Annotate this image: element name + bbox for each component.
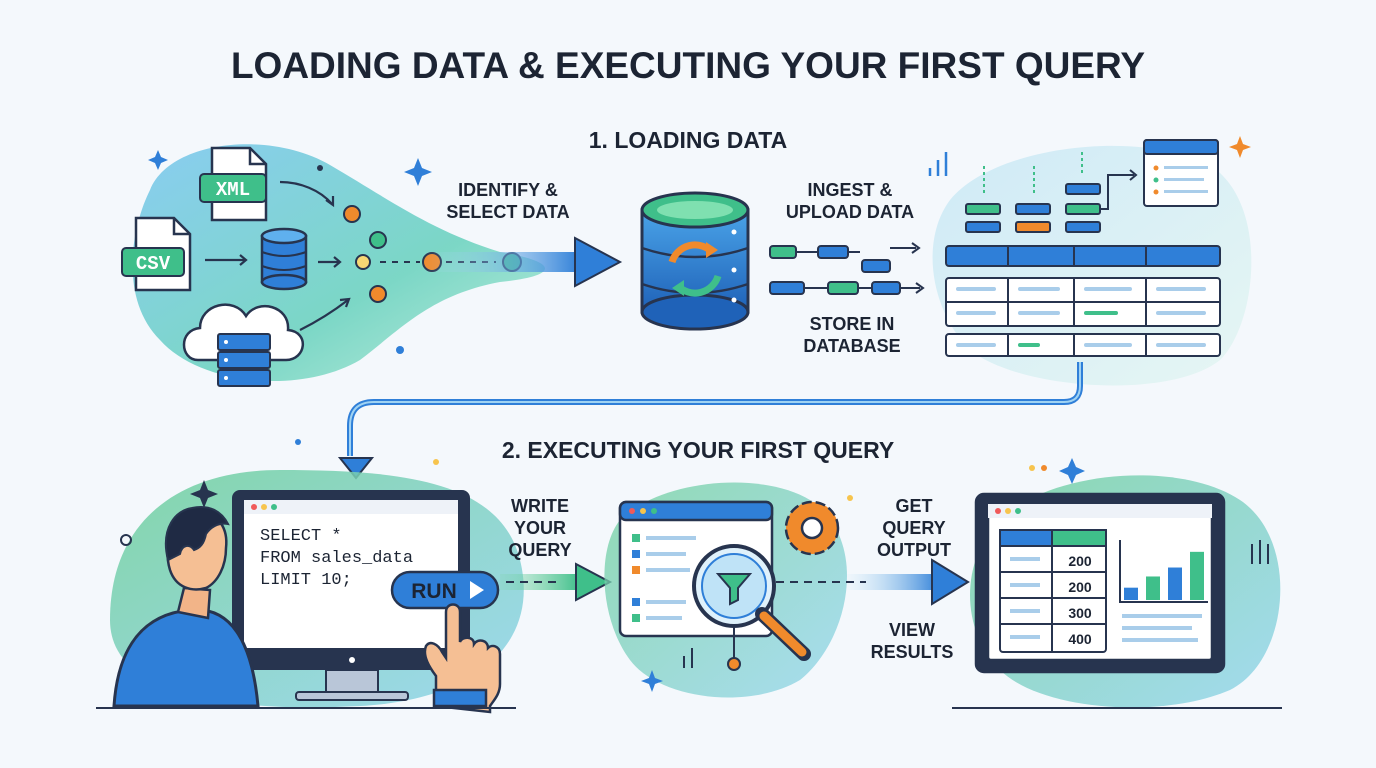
sparkle-icon: [120, 136, 1269, 692]
step-output-line1: GET: [895, 496, 932, 516]
result-value: 200: [1068, 579, 1092, 595]
run-button[interactable]: RUN: [390, 570, 500, 610]
step-view-line1: VIEW: [889, 620, 935, 640]
code-line-3: LIMIT 10;: [260, 571, 352, 590]
step-store-line1: STORE IN: [810, 314, 895, 334]
step-ingest-line1: INGEST &: [807, 180, 892, 200]
person-icon: [112, 506, 260, 708]
result-value: 400: [1068, 631, 1092, 647]
run-button-label: RUN: [411, 580, 457, 603]
page-title: LOADING DATA & EXECUTING YOUR FIRST QUER…: [231, 45, 1145, 86]
result-value: 200: [1068, 553, 1092, 569]
ingest-pipeline: [769, 242, 925, 295]
arrow-to-results: [776, 558, 970, 606]
step-output-line3: OUTPUT: [877, 540, 951, 560]
arrow-to-query: [500, 562, 613, 602]
step-view-line2: RESULTS: [871, 642, 954, 662]
xml-label: XML: [216, 179, 250, 201]
result-bar: [1124, 587, 1138, 600]
result-bar: [1168, 567, 1182, 600]
csv-file-icon: CSV: [121, 216, 192, 292]
database-icon: [260, 227, 308, 291]
step-write-line2: YOUR: [514, 518, 566, 538]
step-write-line3: QUERY: [508, 540, 571, 560]
pointing-hand-icon: [423, 603, 502, 714]
data-table-icon: [945, 139, 1221, 357]
sync-database-icon: [640, 191, 750, 331]
result-value: 300: [1068, 605, 1092, 621]
step-write-line1: WRITE: [511, 496, 569, 516]
results-screen-icon: [974, 492, 1226, 674]
connector-arrowhead: [337, 457, 375, 480]
code-line-1: SELECT *: [260, 527, 342, 546]
code-line-2: FROM sales_data: [260, 549, 413, 568]
magnifier-filter-icon: [683, 544, 811, 671]
step-output-line2: QUERY: [882, 518, 945, 538]
csv-label: CSV: [136, 253, 171, 275]
section2-heading: 2. EXECUTING YOUR FIRST QUERY: [502, 437, 894, 463]
section1-heading: 1. LOADING DATA: [589, 127, 787, 153]
gear-icon: [784, 500, 840, 556]
result-values: 200 200 300 400: [1068, 553, 1092, 647]
step-ingest-line2: UPLOAD DATA: [786, 202, 914, 222]
step-identify-line2: SELECT DATA: [446, 202, 569, 222]
result-bar: [1146, 576, 1160, 600]
arrow-to-database: [420, 236, 623, 288]
result-bars: [1124, 551, 1204, 600]
step-store-line2: DATABASE: [803, 336, 900, 356]
section-connector-arrow: [347, 362, 1083, 456]
result-bar: [1190, 551, 1204, 600]
monitor-icon: [232, 490, 470, 701]
xml-file-icon: XML: [199, 146, 268, 222]
step-identify-line1: IDENTIFY &: [458, 180, 558, 200]
source-arrows: [205, 180, 351, 331]
cloud-server-icon: [182, 303, 305, 387]
